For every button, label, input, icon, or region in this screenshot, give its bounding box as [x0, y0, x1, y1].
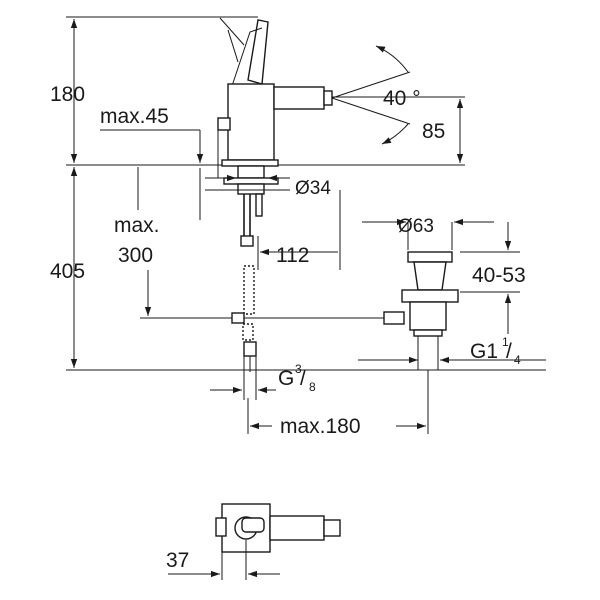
svg-text:G1: G1 — [470, 340, 498, 363]
dim-diameter-63: Ø63 — [398, 216, 434, 237]
dim-diameter-34: Ø34 — [295, 178, 331, 199]
dim-inlet-thread: G 3 / 8 — [278, 362, 316, 394]
dim-180: 180 — [50, 83, 85, 106]
reference-lines — [66, 16, 546, 371]
faucet-body — [227, 83, 275, 161]
dimension-labels: 180 max.45 40 ° 85 Ø34 max. 300 112 405 … — [50, 83, 526, 572]
plan-view — [168, 503, 341, 580]
spout — [273, 86, 325, 110]
svg-text:/: / — [300, 367, 306, 390]
svg-text:3: 3 — [295, 362, 302, 376]
dim-max-label: max. — [114, 214, 160, 237]
dim-max45: max.45 — [100, 105, 169, 128]
svg-text:1: 1 — [502, 335, 509, 349]
dim-max180: max.180 — [280, 415, 361, 438]
dim-405: 405 — [50, 260, 85, 283]
waste-nut — [401, 289, 459, 303]
base-plate — [221, 159, 279, 167]
svg-text:/: / — [506, 340, 512, 363]
inlet-connector — [243, 341, 257, 357]
waste-plug — [407, 251, 453, 263]
dim-112: 112 — [276, 244, 309, 267]
svg-text:8: 8 — [309, 380, 316, 394]
faucet-elevation — [140, 17, 400, 372]
fixing-nut — [223, 177, 279, 185]
svg-text:4: 4 — [514, 353, 521, 367]
svg-text:G: G — [278, 367, 294, 390]
lever-handle — [247, 19, 269, 85]
flex-hose-upper — [240, 235, 254, 247]
dim-85: 85 — [422, 120, 445, 143]
dim-max-300: 300 — [118, 244, 153, 267]
pop-up-waste — [383, 251, 459, 370]
dim-angle: 40 ° — [383, 87, 421, 110]
dim-40-53: 40-53 — [472, 264, 526, 287]
dim-waste-thread: G1 1 / 4 — [470, 335, 521, 367]
dimension-lines — [70, 19, 546, 434]
dim-37: 37 — [166, 549, 189, 572]
